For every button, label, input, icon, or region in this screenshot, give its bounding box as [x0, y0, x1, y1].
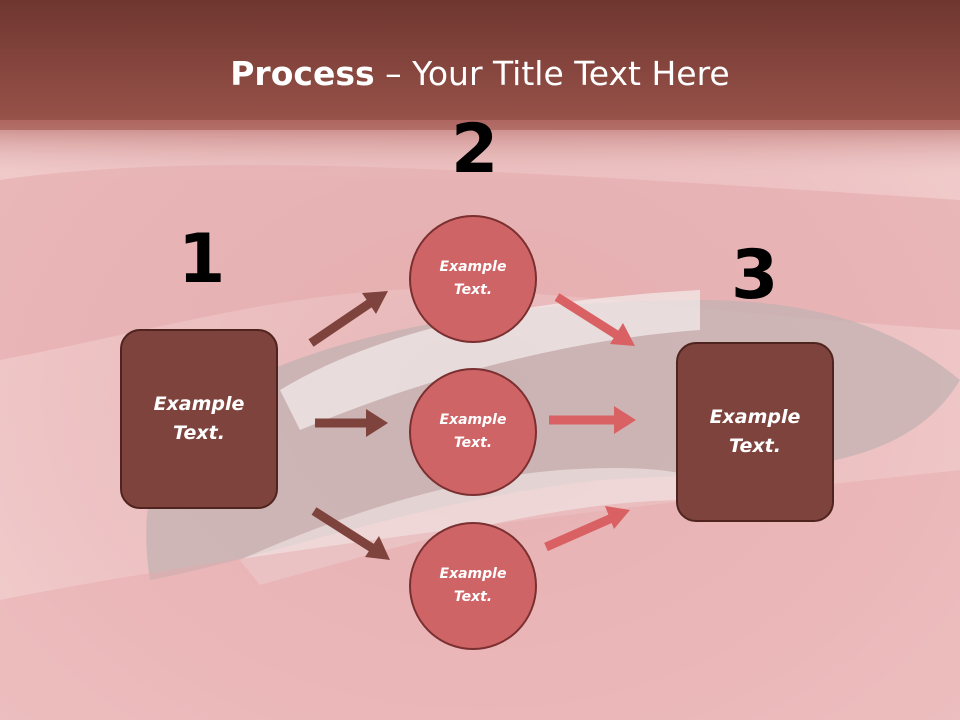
circle-middle-line1: Example	[439, 412, 507, 428]
circle-top-line1: Example	[439, 259, 507, 275]
step-3-text-line1: Example	[709, 406, 801, 428]
step-1-text-line2: Text.	[173, 422, 225, 444]
arrow-up-right-left	[308, 291, 388, 347]
circle-bottom-line2: Text.	[453, 589, 493, 605]
arrow-down-right-right	[554, 293, 635, 346]
step-number-1: 1	[178, 220, 226, 299]
arrow-right-right	[549, 406, 636, 434]
circle-bottom-line1: Example	[439, 566, 507, 582]
title-bold: Process	[230, 54, 375, 93]
title-rest: – Your Title Text Here	[374, 54, 730, 93]
step-2-circle-middle: Example Text.	[409, 368, 537, 496]
arrow-right-left	[315, 409, 388, 437]
arrow-up-right-right	[544, 506, 630, 552]
step-1-text-line1: Example	[153, 393, 245, 415]
step-1-box: Example Text.	[120, 329, 278, 509]
circle-top-line2: Text.	[453, 282, 493, 298]
step-3-text-line2: Text.	[729, 435, 781, 457]
step-2-circle-bottom: Example Text.	[409, 522, 537, 650]
step-number-2: 2	[451, 110, 499, 189]
slide-title: Process – Your Title Text Here	[0, 54, 960, 93]
step-number-3: 3	[731, 236, 779, 315]
step-2-circle-top: Example Text.	[409, 215, 537, 343]
circle-middle-line2: Text.	[453, 435, 493, 451]
step-3-box: Example Text.	[676, 342, 834, 522]
arrow-down-right-left	[311, 507, 390, 560]
